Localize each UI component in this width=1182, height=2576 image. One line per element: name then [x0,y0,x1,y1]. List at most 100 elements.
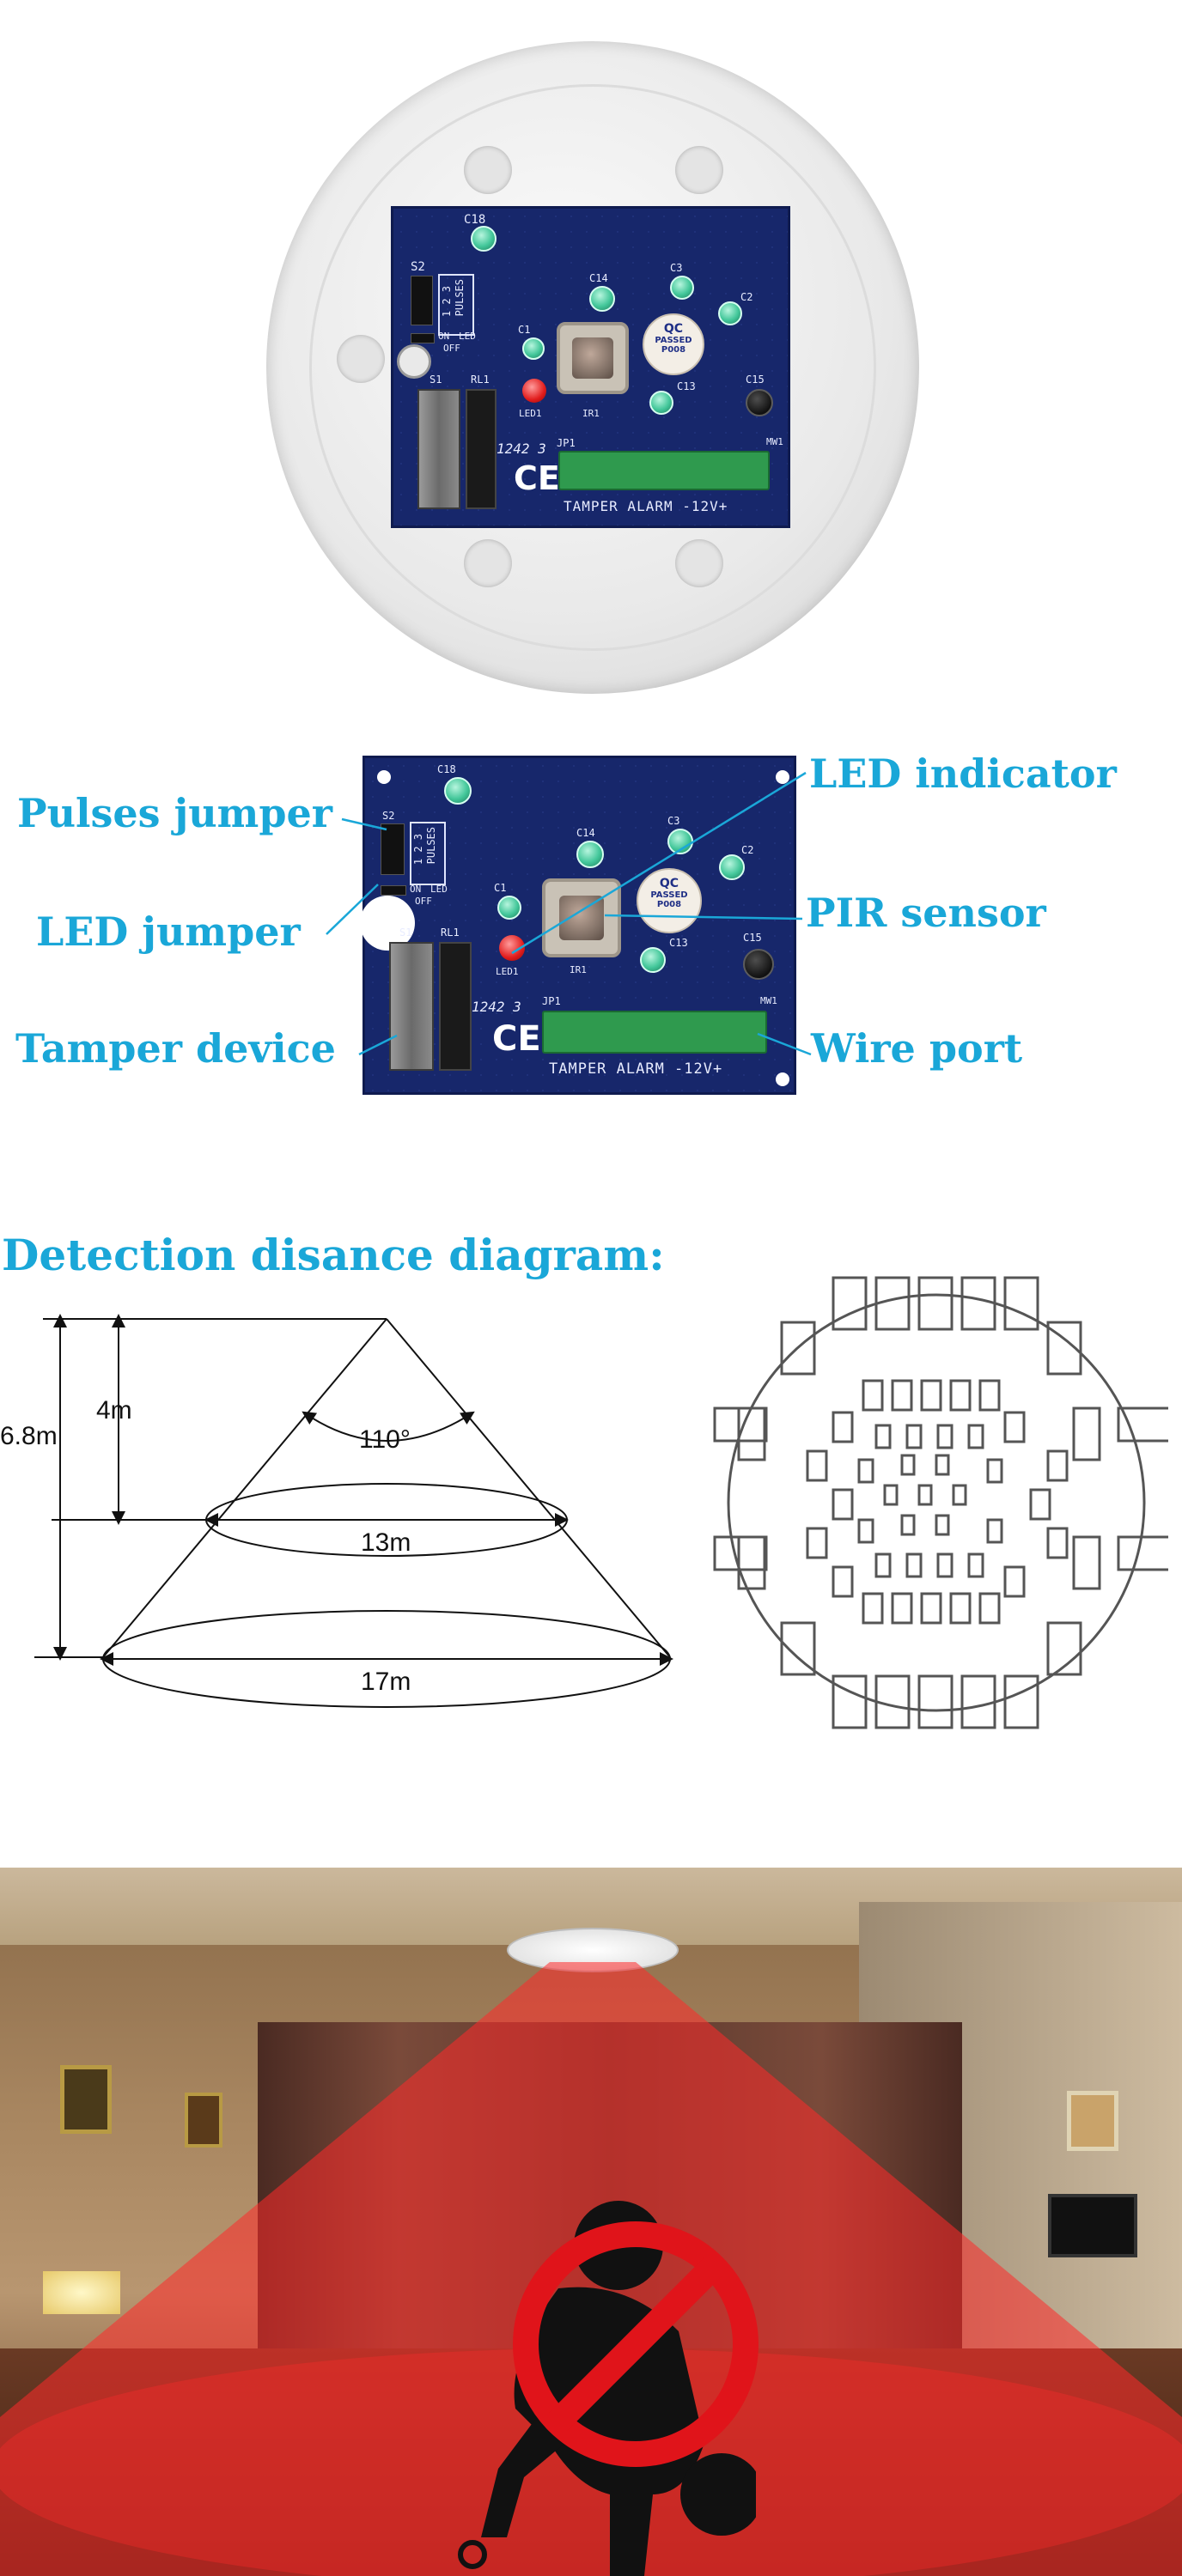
zone-segment [935,1454,950,1476]
capacitor-c1 [497,896,521,920]
zone-segment [1003,1411,1026,1443]
label-diameter-far: 17m [361,1668,411,1696]
label-height-total: 6.8m [0,1422,58,1450]
qc-mid-text: PASSED [655,336,692,345]
zone-segment [806,1527,828,1559]
zone-segment [960,1276,996,1331]
cone-left-edge [102,1318,387,1658]
wire-terminal-block [558,451,770,490]
pulses-jumper-block [411,276,433,325]
silk-c13: C13 [677,380,696,392]
silk-s2: S2 [411,260,425,274]
zone-segment [917,1276,954,1331]
callout-led-jumper [326,884,379,935]
trimmer-c15 [743,949,774,980]
silk-led: LED [430,884,448,895]
zone-segment [1117,1406,1168,1443]
zone-segment [806,1449,828,1482]
pir-sensor [542,878,621,957]
silk-s1: S1 [430,374,442,386]
silk-rl1: RL1 [441,927,460,939]
qc-top-text: QC [663,322,684,336]
qc-mid-text: PASSED [650,890,688,900]
diagram-title: Detection disance diagram: [2,1230,665,1280]
tv-screen [1048,2194,1137,2257]
callout-pulses [341,817,387,831]
no-entry-icon [513,2221,759,2467]
loot-bag [680,2453,756,2536]
zone-segment [949,1379,972,1412]
zone-segment [900,1514,916,1536]
pulses-silk-box [410,822,446,885]
silk-led1: LED1 [519,408,542,419]
pulses-silk-box [438,274,474,336]
table-lamp [43,2271,120,2314]
silk-c1: C1 [518,324,531,336]
capacitor-c13 [640,947,666,973]
silk-c13: C13 [669,937,688,949]
label-pulses-jumper: Pulses jumper [17,790,333,836]
zone-segment [737,1535,766,1590]
burglar-arm [481,2400,576,2537]
zone-segment [891,1379,913,1412]
product-photo-top: C18 S2 PULSES 1 2 3 ON LED OFF S1 RL1 C1… [0,0,1182,694]
capacitor-c1 [522,337,545,360]
zone-segment [1072,1535,1101,1590]
silk-on: ON [438,331,450,342]
cone-right-edge [386,1318,671,1658]
mounting-stud [464,539,512,587]
zone-segment [1046,1527,1069,1559]
silk-c2: C2 [741,844,754,856]
mounting-stud [675,146,723,194]
mounting-stud [337,335,385,383]
callout-wire-port [757,1032,812,1056]
burglar-silhouette-icon [458,2201,756,2576]
silk-c15: C15 [746,374,765,386]
silk-pulses: PULSES [454,279,466,317]
silk-pulse-nums: 1 2 3 [441,286,453,318]
label-height-near: 4m [96,1396,132,1425]
silk-led: LED [459,331,476,342]
capacitor-c3 [670,276,694,300]
silk-mw1: MW1 [760,995,777,1006]
tamper-switch [389,942,434,1071]
mounting-hole [776,770,789,784]
zone-segment [832,1565,854,1598]
silk-off: OFF [443,343,460,354]
silk-terminals: TAMPER ALARM -12V+ [549,1060,723,1078]
zone-segment [1003,1276,1039,1331]
zone-segment [780,1321,816,1376]
zone-segment [978,1592,1001,1625]
zone-segment [874,1552,892,1578]
zone-segment [1072,1406,1101,1461]
silk-s2: S2 [382,810,395,822]
ce-mark: CE [492,1019,541,1059]
zone-segment [960,1674,996,1729]
label-tamper-device: Tamper device [15,1025,336,1072]
wire-terminal-block [542,1011,767,1054]
zone-segment [862,1592,884,1625]
silk-off: OFF [415,896,432,907]
label-wire-port: Wire port [811,1025,1023,1072]
zone-segment [713,1535,768,1571]
zone-segment [862,1379,884,1412]
zone-segment [874,1674,911,1729]
zone-segment [986,1458,1003,1484]
zone-segment [891,1592,913,1625]
callout-tamper [358,1034,398,1056]
mounting-stud [675,539,723,587]
trimmer-c15 [746,389,773,416]
wall-painting [60,2065,112,2134]
silk-c1: C1 [494,882,507,894]
silk-ir1: IR1 [570,964,587,975]
room-illustration [0,1868,1182,2576]
zone-segment [1046,1449,1069,1482]
mounting-hole-large [360,896,415,951]
silk-c18: C18 [464,213,486,227]
qc-passed-sticker: QC PASSED P008 [637,868,702,933]
zone-segment [857,1458,874,1484]
detection-diagram-section: Detection disance diagram: 4m 6.8m 110° … [0,1219,1182,1735]
mounting-hole [776,1072,789,1086]
silk-c3: C3 [667,815,680,827]
label-led-jumper: LED jumper [36,908,301,955]
